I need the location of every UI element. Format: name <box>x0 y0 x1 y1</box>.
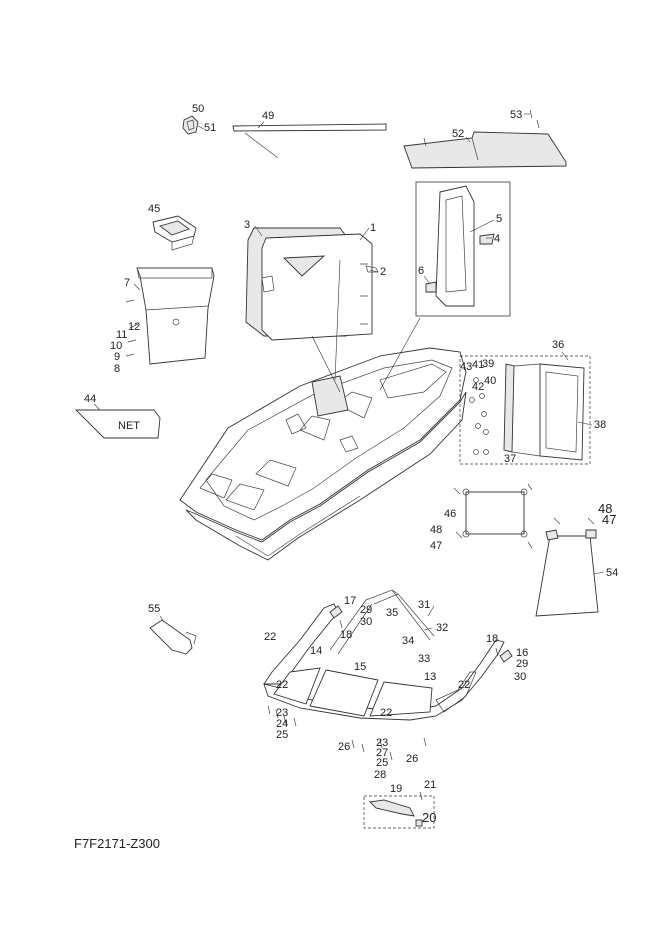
callout-11: 11 <box>116 329 127 341</box>
callout-2: 2 <box>380 266 386 278</box>
callout-leaders <box>93 113 605 631</box>
callout-35: 35 <box>386 607 398 619</box>
callout-7: 7 <box>124 277 130 289</box>
document-id: F7F2171-Z300 <box>74 836 160 851</box>
callout-50: 50 <box>192 103 204 115</box>
parts-23-28-fasteners <box>267 705 427 761</box>
callout-29a: 29 <box>360 604 372 616</box>
callout-47a: 47 <box>430 540 442 552</box>
part-45-cup-holder <box>152 215 197 251</box>
parts-4-6-door-detail <box>425 185 495 307</box>
leader-3 <box>334 259 341 381</box>
part-55-mirror <box>149 619 197 655</box>
leader-door <box>311 335 341 393</box>
callout-26b: 26 <box>406 753 418 765</box>
callout-4: 4 <box>494 233 500 245</box>
callout-39: 39 <box>482 358 494 370</box>
callout-1: 1 <box>370 222 376 234</box>
callout-27: 27 <box>376 747 388 759</box>
callout-9: 9 <box>114 351 120 363</box>
callout-36: 36 <box>552 339 564 351</box>
callout-16: 16 <box>516 647 528 659</box>
parts-16-18-brackets <box>329 605 513 663</box>
callout-13: 13 <box>424 671 436 683</box>
parts-47-48-fasteners <box>453 483 595 549</box>
callout-33: 33 <box>418 653 430 665</box>
callout-labels: 1 2 3 4 5 6 7 8 9 10 11 12 13 14 15 16 1… <box>84 103 618 825</box>
part-36-window-frame <box>503 363 585 461</box>
callout-43: 43 <box>460 361 472 373</box>
trim-assembly-box <box>363 795 435 829</box>
part-19-trim <box>369 799 415 817</box>
callout-52: 52 <box>452 128 464 140</box>
part-54-cover <box>535 529 599 617</box>
callout-51: 51 <box>204 122 216 134</box>
part-53-screws <box>423 109 540 147</box>
part-46-panel <box>462 488 528 538</box>
callout-18b: 18 <box>486 633 498 645</box>
inset-box-door-detail <box>415 181 511 317</box>
callout-22d: 22 <box>458 679 470 691</box>
part-1-door <box>261 233 373 341</box>
callout-46: 46 <box>444 508 456 520</box>
window-assembly-box <box>459 355 591 465</box>
callout-30a: 30 <box>360 616 372 628</box>
callout-28: 28 <box>374 769 386 781</box>
boat-hull <box>179 347 467 561</box>
part-44-net: NET <box>74 409 161 439</box>
callout-8: 8 <box>114 363 120 375</box>
callout-25a: 25 <box>276 729 288 741</box>
callout-38: 38 <box>594 419 606 431</box>
callout-15: 15 <box>354 661 366 673</box>
callout-23b: 23 <box>376 737 388 749</box>
callout-34: 34 <box>402 635 414 647</box>
callout-25b: 25 <box>376 757 388 769</box>
callout-14: 14 <box>310 645 322 657</box>
callout-24: 24 <box>276 718 288 730</box>
callout-32: 32 <box>436 622 448 634</box>
part-50-51-clip <box>182 115 199 135</box>
net-label: NET <box>118 420 140 432</box>
callout-17: 17 <box>344 595 356 607</box>
windshield-frame <box>263 589 505 721</box>
parts-8-11-hardware <box>125 299 139 357</box>
callout-30b: 30 <box>514 671 526 683</box>
callout-40: 40 <box>484 375 496 387</box>
callout-37: 37 <box>504 453 516 465</box>
callout-10: 10 <box>110 340 122 352</box>
callout-22a: 22 <box>264 631 276 643</box>
callout-44: 44 <box>84 393 96 405</box>
callout-21: 21 <box>424 779 436 791</box>
callout-41: 41 <box>472 359 484 371</box>
callout-45: 45 <box>148 203 160 215</box>
part-20-21-screws <box>415 791 423 827</box>
callout-6: 6 <box>418 265 424 277</box>
parts-39-43-fasteners <box>469 377 489 455</box>
callout-23a: 23 <box>276 707 288 719</box>
callout-20: 20 <box>422 810 436 825</box>
callout-12: 12 <box>128 321 140 333</box>
callout-54: 54 <box>606 567 618 579</box>
callout-48b: 48 <box>598 501 612 516</box>
leader-inset <box>379 317 421 391</box>
callout-31: 31 <box>418 599 430 611</box>
part-52-panel <box>403 131 567 169</box>
callout-47b: 47 <box>602 512 616 527</box>
callout-49: 49 <box>262 110 274 122</box>
callout-55: 55 <box>148 603 160 615</box>
callout-53: 53 <box>510 109 522 121</box>
callout-48a: 48 <box>430 524 442 536</box>
callout-22b: 22 <box>276 679 288 691</box>
callout-22c: 22 <box>380 707 392 719</box>
callout-19: 19 <box>390 783 402 795</box>
callout-26a: 26 <box>338 741 350 753</box>
callout-42: 42 <box>472 381 484 393</box>
callout-29b: 29 <box>516 658 528 670</box>
part-7-storage-box <box>136 267 215 365</box>
callout-5: 5 <box>496 213 502 225</box>
part-49-rod <box>232 123 387 159</box>
callout-3: 3 <box>244 219 250 231</box>
callout-18: 18 <box>340 629 352 641</box>
